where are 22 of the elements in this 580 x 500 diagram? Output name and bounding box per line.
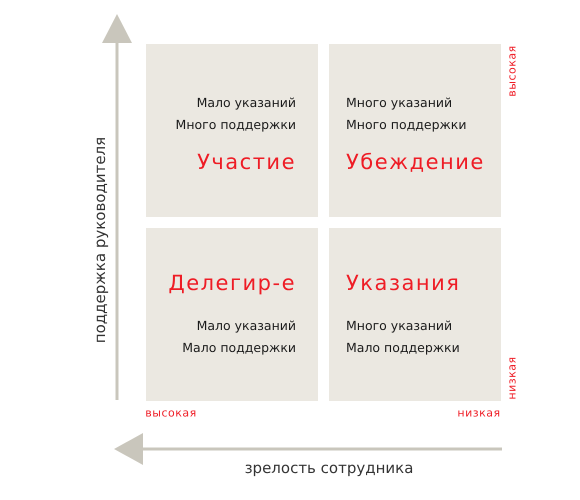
quadrant-title: Указания <box>346 270 460 296</box>
quadrant-text: Мало указаний <box>196 317 296 335</box>
quadrant-box <box>329 228 501 401</box>
axis-level-label: низкая <box>457 406 501 420</box>
quadrant-title: Делегир-е <box>168 270 296 296</box>
quadrant-box <box>146 44 318 217</box>
quadrant-text: Много указаний <box>346 94 452 112</box>
quadrant-title: Участие <box>197 149 296 175</box>
quadrant-text: Мало поддержки <box>182 339 296 357</box>
axis-title: поддержка руководителя <box>91 136 109 344</box>
quadrant-box <box>329 44 501 217</box>
axis-level-label: низкая <box>506 356 518 400</box>
quadrant-text: Много поддержки <box>346 116 466 134</box>
quadrant-text: Мало указаний <box>196 94 296 112</box>
axis-title: зрелость сотрудника <box>244 459 414 477</box>
quadrant-box <box>146 228 318 401</box>
quadrant-text: Много указаний <box>346 317 452 335</box>
axis-level-label: высокая <box>506 45 518 97</box>
axis-level-label: высокая <box>145 406 197 420</box>
quadrant-text: Мало поддержки <box>346 339 460 357</box>
quadrant-title: Убеждение <box>346 149 485 175</box>
quadrant-text: Много поддержки <box>176 116 296 134</box>
